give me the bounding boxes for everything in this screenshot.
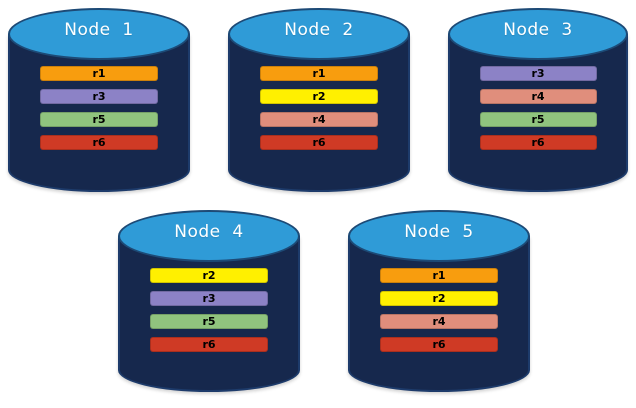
replica-bar-r2[interactable]: r2 <box>379 291 499 306</box>
node-label: Node 1 <box>64 20 134 40</box>
replica-bar-r4[interactable]: r4 <box>259 112 379 127</box>
replica-bar-r6[interactable]: r6 <box>379 337 499 352</box>
node-1[interactable]: Node 1 r1 r3 r5 r6 <box>8 8 190 192</box>
replica-stack: r1 r2 r4 r6 <box>348 268 530 352</box>
replica-bar-r4[interactable]: r4 <box>479 89 597 104</box>
cylinder-top-ellipse <box>8 8 190 60</box>
cylinder-top-ellipse <box>348 210 530 262</box>
replica-bar-r1[interactable]: r1 <box>379 268 499 283</box>
replica-bar-r2[interactable]: r2 <box>259 89 379 104</box>
replica-bar-r1[interactable]: r1 <box>39 66 159 81</box>
replica-stack: r1 r3 r5 r6 <box>8 66 190 150</box>
cylinder-top-ellipse <box>118 210 300 262</box>
replica-bar-r3[interactable]: r3 <box>149 291 269 306</box>
node-4[interactable]: Node 4 r2 r3 r5 r6 <box>118 210 300 392</box>
replica-bar-r6[interactable]: r6 <box>479 135 597 150</box>
replica-bar-r5[interactable]: r5 <box>39 112 159 127</box>
node-2[interactable]: Node 2 r1 r2 r4 r6 <box>228 8 410 192</box>
replica-bar-r5[interactable]: r5 <box>149 314 269 329</box>
node-5[interactable]: Node 5 r1 r2 r4 r6 <box>348 210 530 392</box>
cylinder-top-ellipse <box>228 8 410 60</box>
replica-bar-r6[interactable]: r6 <box>259 135 379 150</box>
node-label: Node 3 <box>503 20 573 40</box>
replica-bar-r3[interactable]: r3 <box>479 66 597 81</box>
replica-bar-r5[interactable]: r5 <box>479 112 597 127</box>
node-label: Node 5 <box>404 222 474 242</box>
replica-stack: r3 r4 r5 r6 <box>448 66 628 150</box>
replica-bar-r6[interactable]: r6 <box>39 135 159 150</box>
replica-bar-r4[interactable]: r4 <box>379 314 499 329</box>
replica-bar-r1[interactable]: r1 <box>259 66 379 81</box>
replica-stack: r2 r3 r5 r6 <box>118 268 300 352</box>
node-3[interactable]: Node 3 r3 r4 r5 r6 <box>448 8 628 192</box>
node-label: Node 2 <box>284 20 354 40</box>
replica-stack: r1 r2 r4 r6 <box>228 66 410 150</box>
replica-bar-r3[interactable]: r3 <box>39 89 159 104</box>
node-label: Node 4 <box>174 222 244 242</box>
cylinder-top-ellipse <box>448 8 628 60</box>
replica-bar-r6[interactable]: r6 <box>149 337 269 352</box>
replica-bar-r2[interactable]: r2 <box>149 268 269 283</box>
